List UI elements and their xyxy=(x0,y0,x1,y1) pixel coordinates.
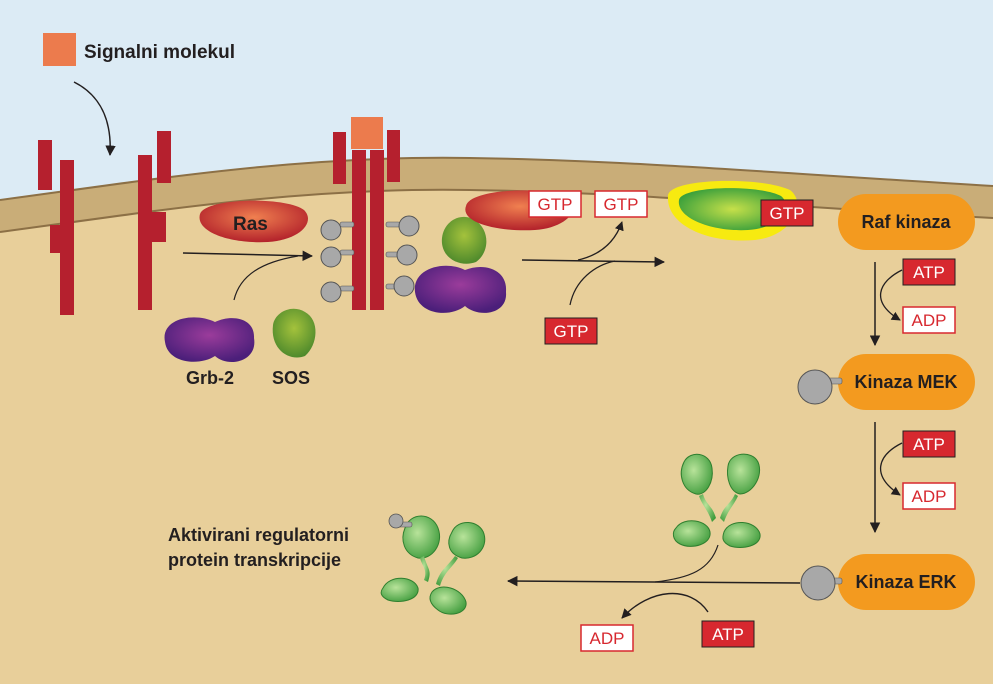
sos-protein xyxy=(272,308,316,358)
erk-kinase-label: Kinaza ERK xyxy=(855,572,956,592)
gtp-tag-outgoing-1-text: GTP xyxy=(538,195,573,214)
activated-tf-label-line1: Aktivirani regulatorni xyxy=(168,525,349,545)
atp-tag-1-text: ATP xyxy=(913,263,945,282)
raf-kinase-pill xyxy=(838,194,975,250)
bound-signal-molecule xyxy=(351,117,383,149)
gtp-tag-incoming xyxy=(544,317,598,345)
inactive-receptor xyxy=(38,131,171,315)
adp-tag-3 xyxy=(580,624,634,652)
signal-molecule-square xyxy=(43,33,76,66)
ras-activation-arrow xyxy=(521,256,666,268)
atp-to-adp-arrow xyxy=(621,592,709,619)
gtp-tag-incoming-text: GTP xyxy=(554,322,589,341)
atp-adp-curve-1 xyxy=(880,269,903,321)
raf-kinase-label: Raf kinaza xyxy=(861,212,951,232)
gtp-intake-curve xyxy=(569,260,616,306)
grb2-sos-join-curve xyxy=(233,255,299,301)
grb2-label: Grb-2 xyxy=(186,368,234,388)
erk-phosphate xyxy=(800,565,836,601)
gtp-tag-outgoing-2 xyxy=(594,190,648,218)
receptor-phosphates xyxy=(320,215,420,303)
signal-molecule-label: Signalni molekul xyxy=(84,42,235,63)
mek-phosphate xyxy=(797,369,833,405)
adp-tag-3-text: ADP xyxy=(590,629,625,648)
active-receptor xyxy=(333,130,400,310)
ras-label: Ras xyxy=(233,214,268,235)
adp-tag-1-text: ADP xyxy=(912,311,947,330)
erk-kinase-pill xyxy=(838,554,975,610)
ras-protein xyxy=(199,200,308,243)
mek-kinase-pill xyxy=(838,354,975,410)
gtp-tag-bound-text: GTP xyxy=(770,204,805,223)
active-ras-protein xyxy=(678,188,787,231)
tf-join-curve xyxy=(654,544,719,583)
gtp-tag-outgoing-2-text: GTP xyxy=(604,195,639,214)
cytoplasm xyxy=(0,189,993,684)
atp-adp-curve-2 xyxy=(880,442,903,496)
mek-kinase-label: Kinaza MEK xyxy=(854,372,957,392)
atp-tag-3-text: ATP xyxy=(712,625,744,644)
atp-tag-2-text: ATP xyxy=(913,435,945,454)
gtp-tag-bound xyxy=(760,199,814,227)
bound-sos-protein xyxy=(441,216,487,264)
sos-label: SOS xyxy=(272,368,310,388)
atp-tag-1 xyxy=(902,258,956,286)
gtp-release-arrow xyxy=(577,221,624,261)
adp-tag-1 xyxy=(902,306,956,334)
adp-tag-2-text: ADP xyxy=(912,487,947,506)
activated-tf-label-line2: protein transkripcije xyxy=(168,550,341,570)
grb2-protein xyxy=(164,317,255,362)
atp-tag-2 xyxy=(902,430,956,458)
erk-to-tf-arrow xyxy=(506,575,801,587)
adp-tag-2 xyxy=(902,482,956,510)
tf-phosphate xyxy=(388,513,404,529)
bound-grb2-protein xyxy=(414,265,507,313)
inactive-transcription-factor xyxy=(672,453,761,548)
active-transcription-factor xyxy=(380,515,486,615)
receptor-activation-arrow xyxy=(182,250,314,262)
signal-arrow xyxy=(73,81,116,157)
atp-tag-3 xyxy=(701,620,755,648)
gtp-tag-outgoing-1 xyxy=(528,190,582,218)
